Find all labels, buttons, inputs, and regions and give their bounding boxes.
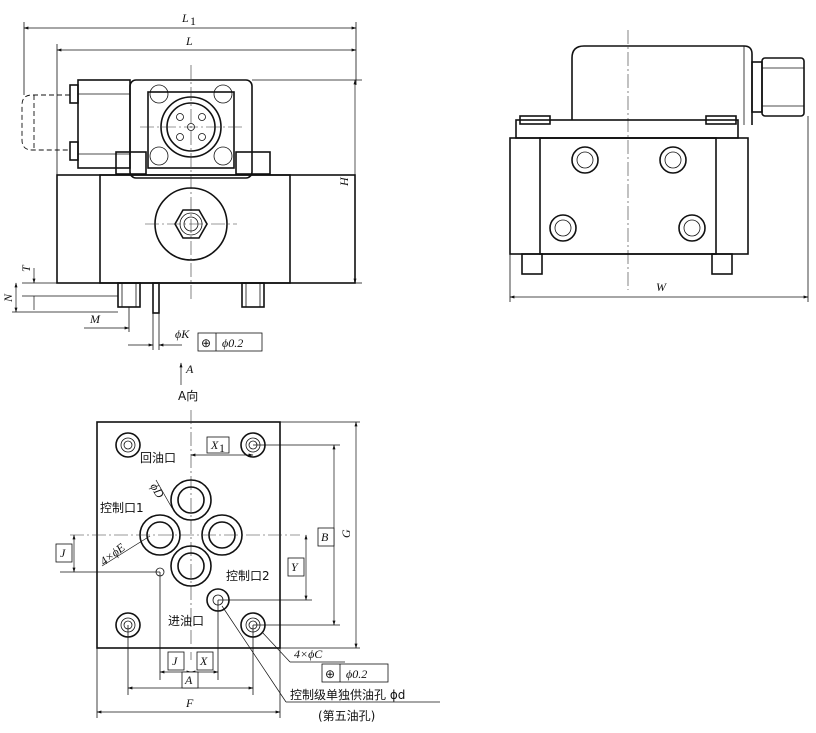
front-view: L 1 L xyxy=(1,11,362,352)
oil-ports xyxy=(70,479,300,612)
tolerance-value-bottom: ϕ0.2 xyxy=(346,667,367,681)
label-l1: L xyxy=(181,11,189,25)
label-l1-sub: 1 xyxy=(190,14,196,28)
tolerance-value-front: ϕ0.2 xyxy=(222,336,243,350)
label-e: 4×ϕE xyxy=(97,540,128,568)
label-y: Y xyxy=(291,560,299,574)
label-j-left: J xyxy=(60,546,66,560)
port-label-return: 回油口 xyxy=(140,451,176,465)
dimension-t-n: T N xyxy=(1,264,118,313)
label-x1-sub: 1 xyxy=(219,441,225,455)
dimension-y: Y xyxy=(218,534,312,601)
dimension-k: ϕK ⊕ ϕ0.2 xyxy=(128,313,263,352)
valve-body xyxy=(56,174,356,284)
dimension-x1: X 1 xyxy=(190,436,254,457)
label-x1: X xyxy=(210,438,219,452)
dimension-l1: L 1 xyxy=(23,11,357,95)
label-w: W xyxy=(656,280,667,294)
position-tolerance-icon-bottom: ⊕ xyxy=(325,667,335,681)
dimension-h: H xyxy=(252,79,362,284)
position-tolerance-icon: ⊕ xyxy=(201,336,211,350)
pilot-port-note: 控制级单独供油孔 ϕd (第五油孔) xyxy=(221,605,440,723)
label-f: F xyxy=(185,696,194,710)
label-x-bottom: X xyxy=(199,654,208,668)
label-a-dim: A xyxy=(184,673,193,687)
tolerance-frame-bottom xyxy=(321,663,389,683)
side-view: W xyxy=(509,30,809,302)
label-t: T xyxy=(19,264,33,272)
label-h: H xyxy=(337,176,351,187)
label-j-bottom: J xyxy=(172,654,178,668)
label-d: ϕD xyxy=(147,481,167,501)
c-callout: 4×ϕC ⊕ ϕ0.2 xyxy=(261,631,389,683)
dimension-j-left: J xyxy=(55,534,160,573)
label-g: G xyxy=(339,529,353,538)
label-b: B xyxy=(321,530,329,544)
label-c: 4×ϕC xyxy=(294,647,323,661)
tolerance-frame-front xyxy=(197,332,263,352)
right-shoulder xyxy=(235,151,271,175)
view-direction-arrow: A A向 xyxy=(178,362,198,403)
label-m: M xyxy=(89,312,101,326)
note-sub: (第五油孔) xyxy=(318,709,375,723)
label-k: ϕK xyxy=(175,327,190,341)
port-label-inlet: 进油口 xyxy=(168,614,204,628)
dimension-l: L xyxy=(56,34,357,175)
dimension-b-g: B G xyxy=(253,421,360,649)
arrow-letter: A xyxy=(185,362,194,376)
view-direction-label: A向 xyxy=(178,388,198,403)
port-label-control1: 控制口1 xyxy=(100,501,144,515)
label-n: N xyxy=(1,293,15,303)
note-main: 控制级单独供油孔 ϕd xyxy=(290,688,405,702)
dimension-m: M xyxy=(84,307,130,332)
connector-outline xyxy=(21,79,131,169)
left-shoulder xyxy=(115,151,147,175)
torque-motor-block xyxy=(129,65,253,300)
dimension-bottom: J X A F xyxy=(96,572,281,718)
bottom-view: 回油口 控制口1 控制口2 进油口 ϕD 4×ϕE X 1 B G xyxy=(55,410,440,723)
label-l: L xyxy=(185,34,193,48)
port-label-control2: 控制口2 xyxy=(226,569,270,583)
